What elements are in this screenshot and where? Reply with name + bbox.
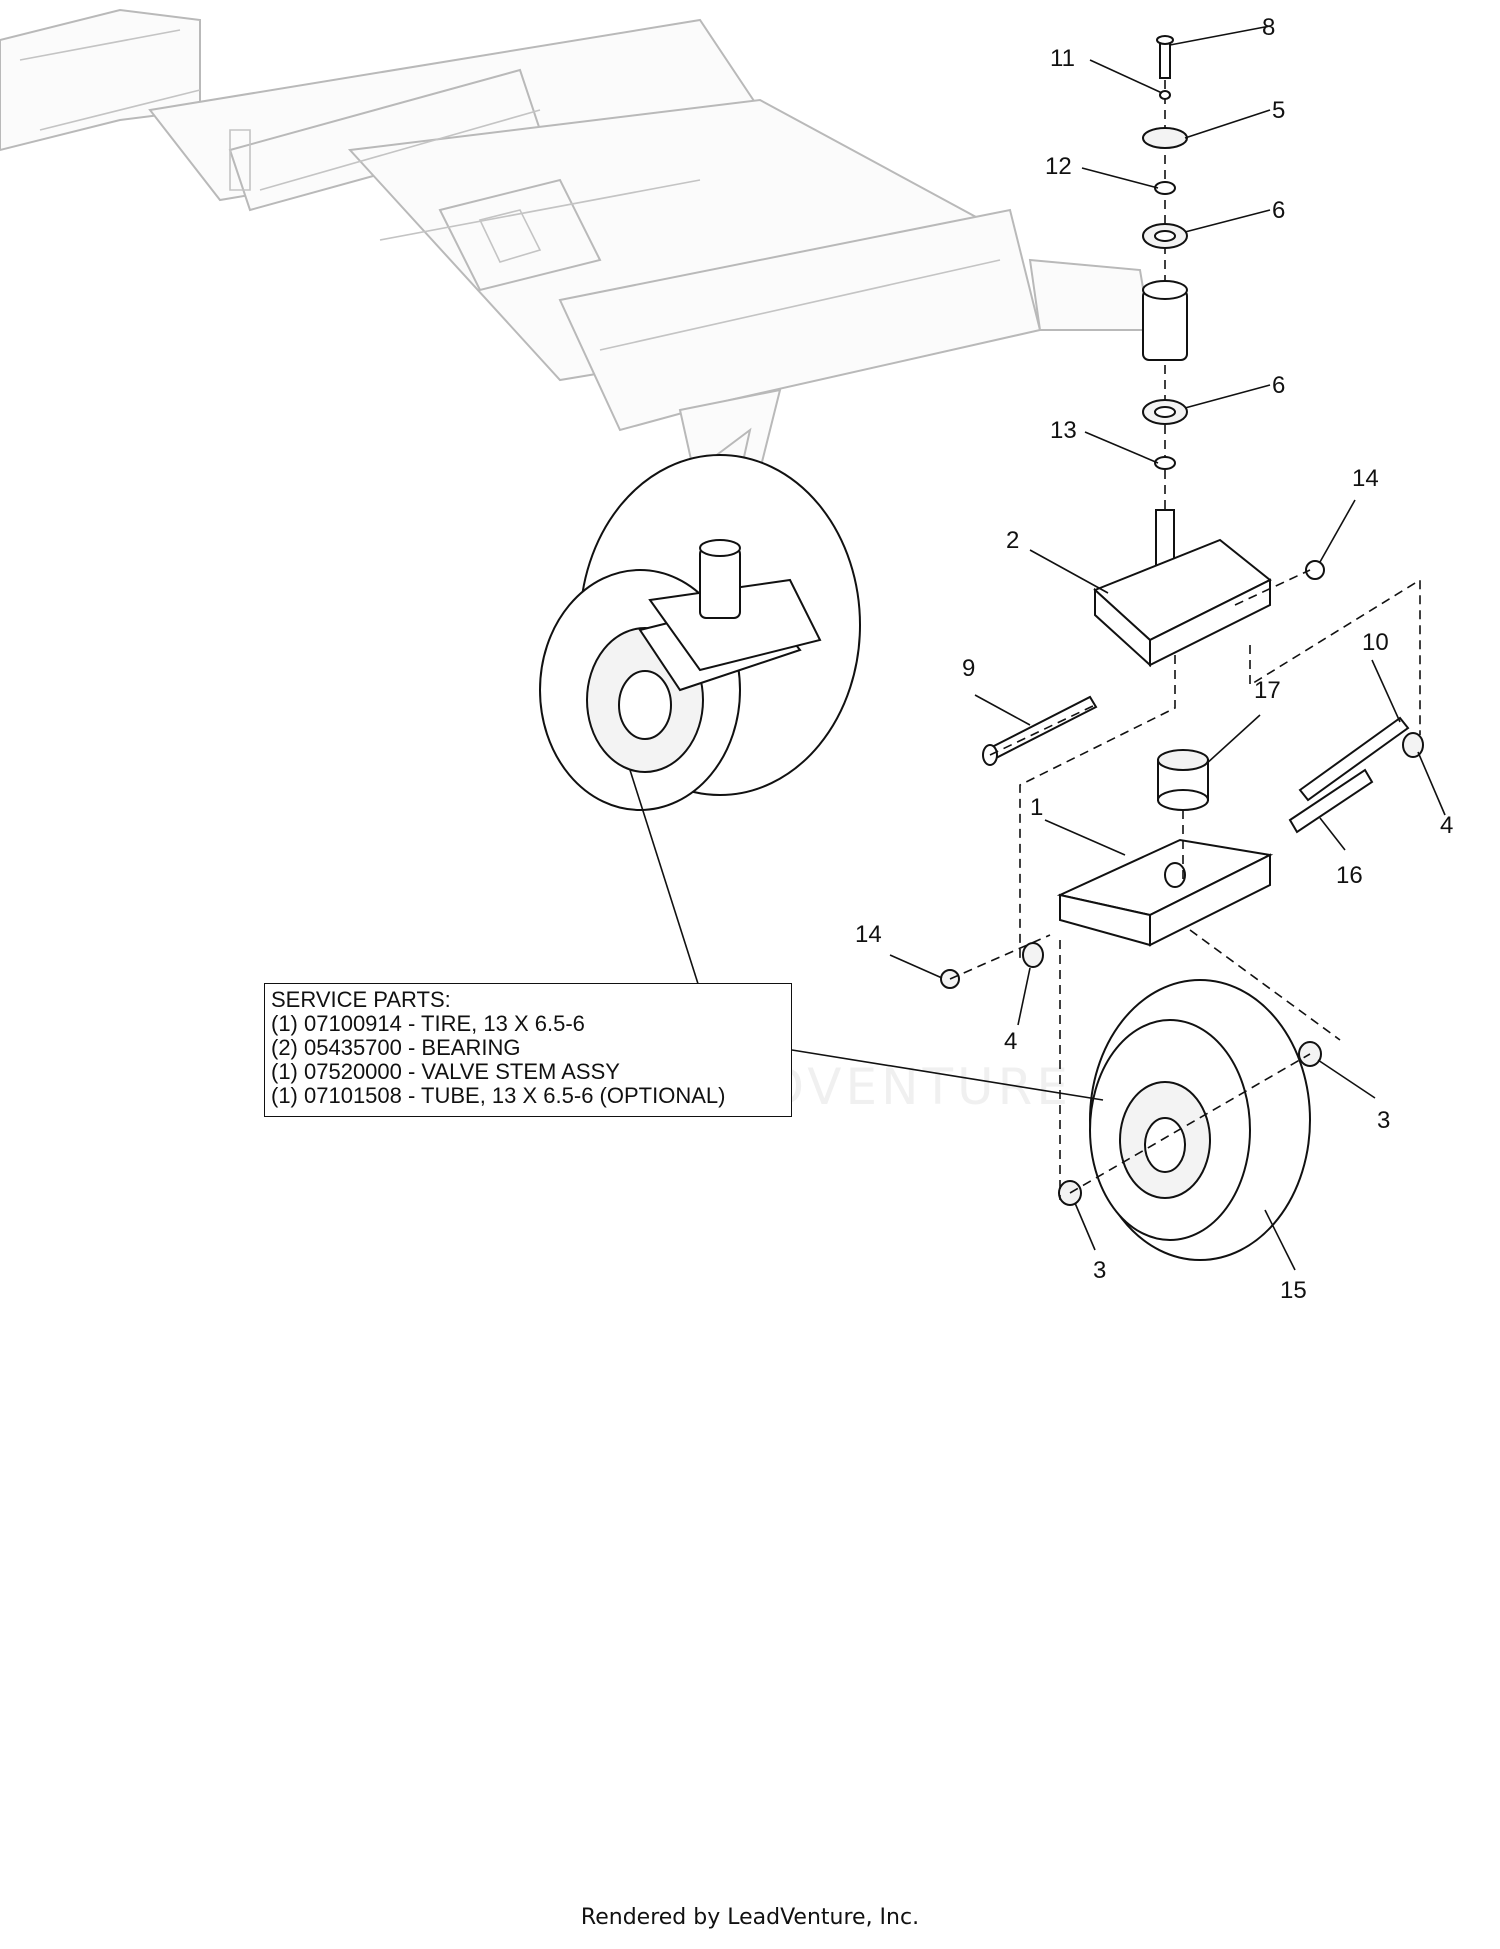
caster-fork-part-1 [1056,838,1274,947]
callout-15: 15 [1280,1277,1307,1304]
service-parts-line: (2) 05435700 - BEARING [271,1035,521,1060]
cap-part-5 [1142,127,1188,149]
service-parts-line: (1) 07100914 - TIRE, 13 X 6.5-6 [271,1011,585,1036]
footer-credit: Rendered by LeadVenture, Inc. [580,1905,920,1930]
service-parts-line: (1) 07101508 - TUBE, 13 X 6.5-6 (OPTIONA… [271,1083,726,1108]
nut-part-14-upper [1305,560,1325,580]
callout-8: 8 [1262,14,1275,41]
callout-6-lower: 6 [1272,372,1285,399]
callout-11: 11 [1050,45,1075,72]
bolt-part-10 [1298,716,1410,802]
bolt-part-8 [1159,39,1171,79]
washer-part-11 [1159,90,1171,100]
service-parts-box: SERVICE PARTS: (1) 07100914 - TIRE, 13 X… [264,983,792,1117]
callout-6-upper: 6 [1272,197,1285,224]
callout-9: 9 [962,655,975,682]
callout-4-left: 4 [1004,1028,1017,1055]
spacer-part-17 [1157,749,1209,811]
bolt-part-9 [982,695,1098,766]
caster-yoke-part-2 [1093,509,1272,668]
wheel-part-15 [1089,979,1311,1261]
callout-10: 10 [1362,629,1389,656]
callout-14-lower: 14 [855,921,882,948]
callout-16: 16 [1336,862,1363,889]
snap-ring-part-13 [1154,456,1176,470]
service-parts-title: SERVICE PARTS: [271,987,451,1012]
mower-frame-ghost [0,8,1152,543]
leader-lines [629,25,1446,1271]
callout-3-right: 3 [1377,1107,1390,1134]
assembled-caster-wheel [539,454,861,811]
callout-3-left: 3 [1093,1257,1106,1284]
callout-1: 1 [1030,794,1043,821]
callout-12: 12 [1045,153,1072,180]
callout-4-right: 4 [1440,812,1453,839]
bushing-part-4-right [1402,732,1424,758]
callout-5: 5 [1272,97,1285,124]
callout-labels: 8 11 5 12 6 6 13 14 2 10 9 17 1 4 16 14 … [855,14,1453,1304]
service-parts-line: (1) 07520000 - VALVE STEM ASSY [271,1059,620,1084]
callout-17: 17 [1254,677,1281,704]
bushing-part-4-left [1022,942,1044,968]
exploded-caster-stack [940,35,1424,1261]
callout-13: 13 [1050,417,1077,444]
callout-14-upper: 14 [1352,465,1379,492]
callout-2: 2 [1006,527,1019,554]
caster-mount-tube [1142,289,1188,361]
tube-part-16 [1288,768,1374,834]
